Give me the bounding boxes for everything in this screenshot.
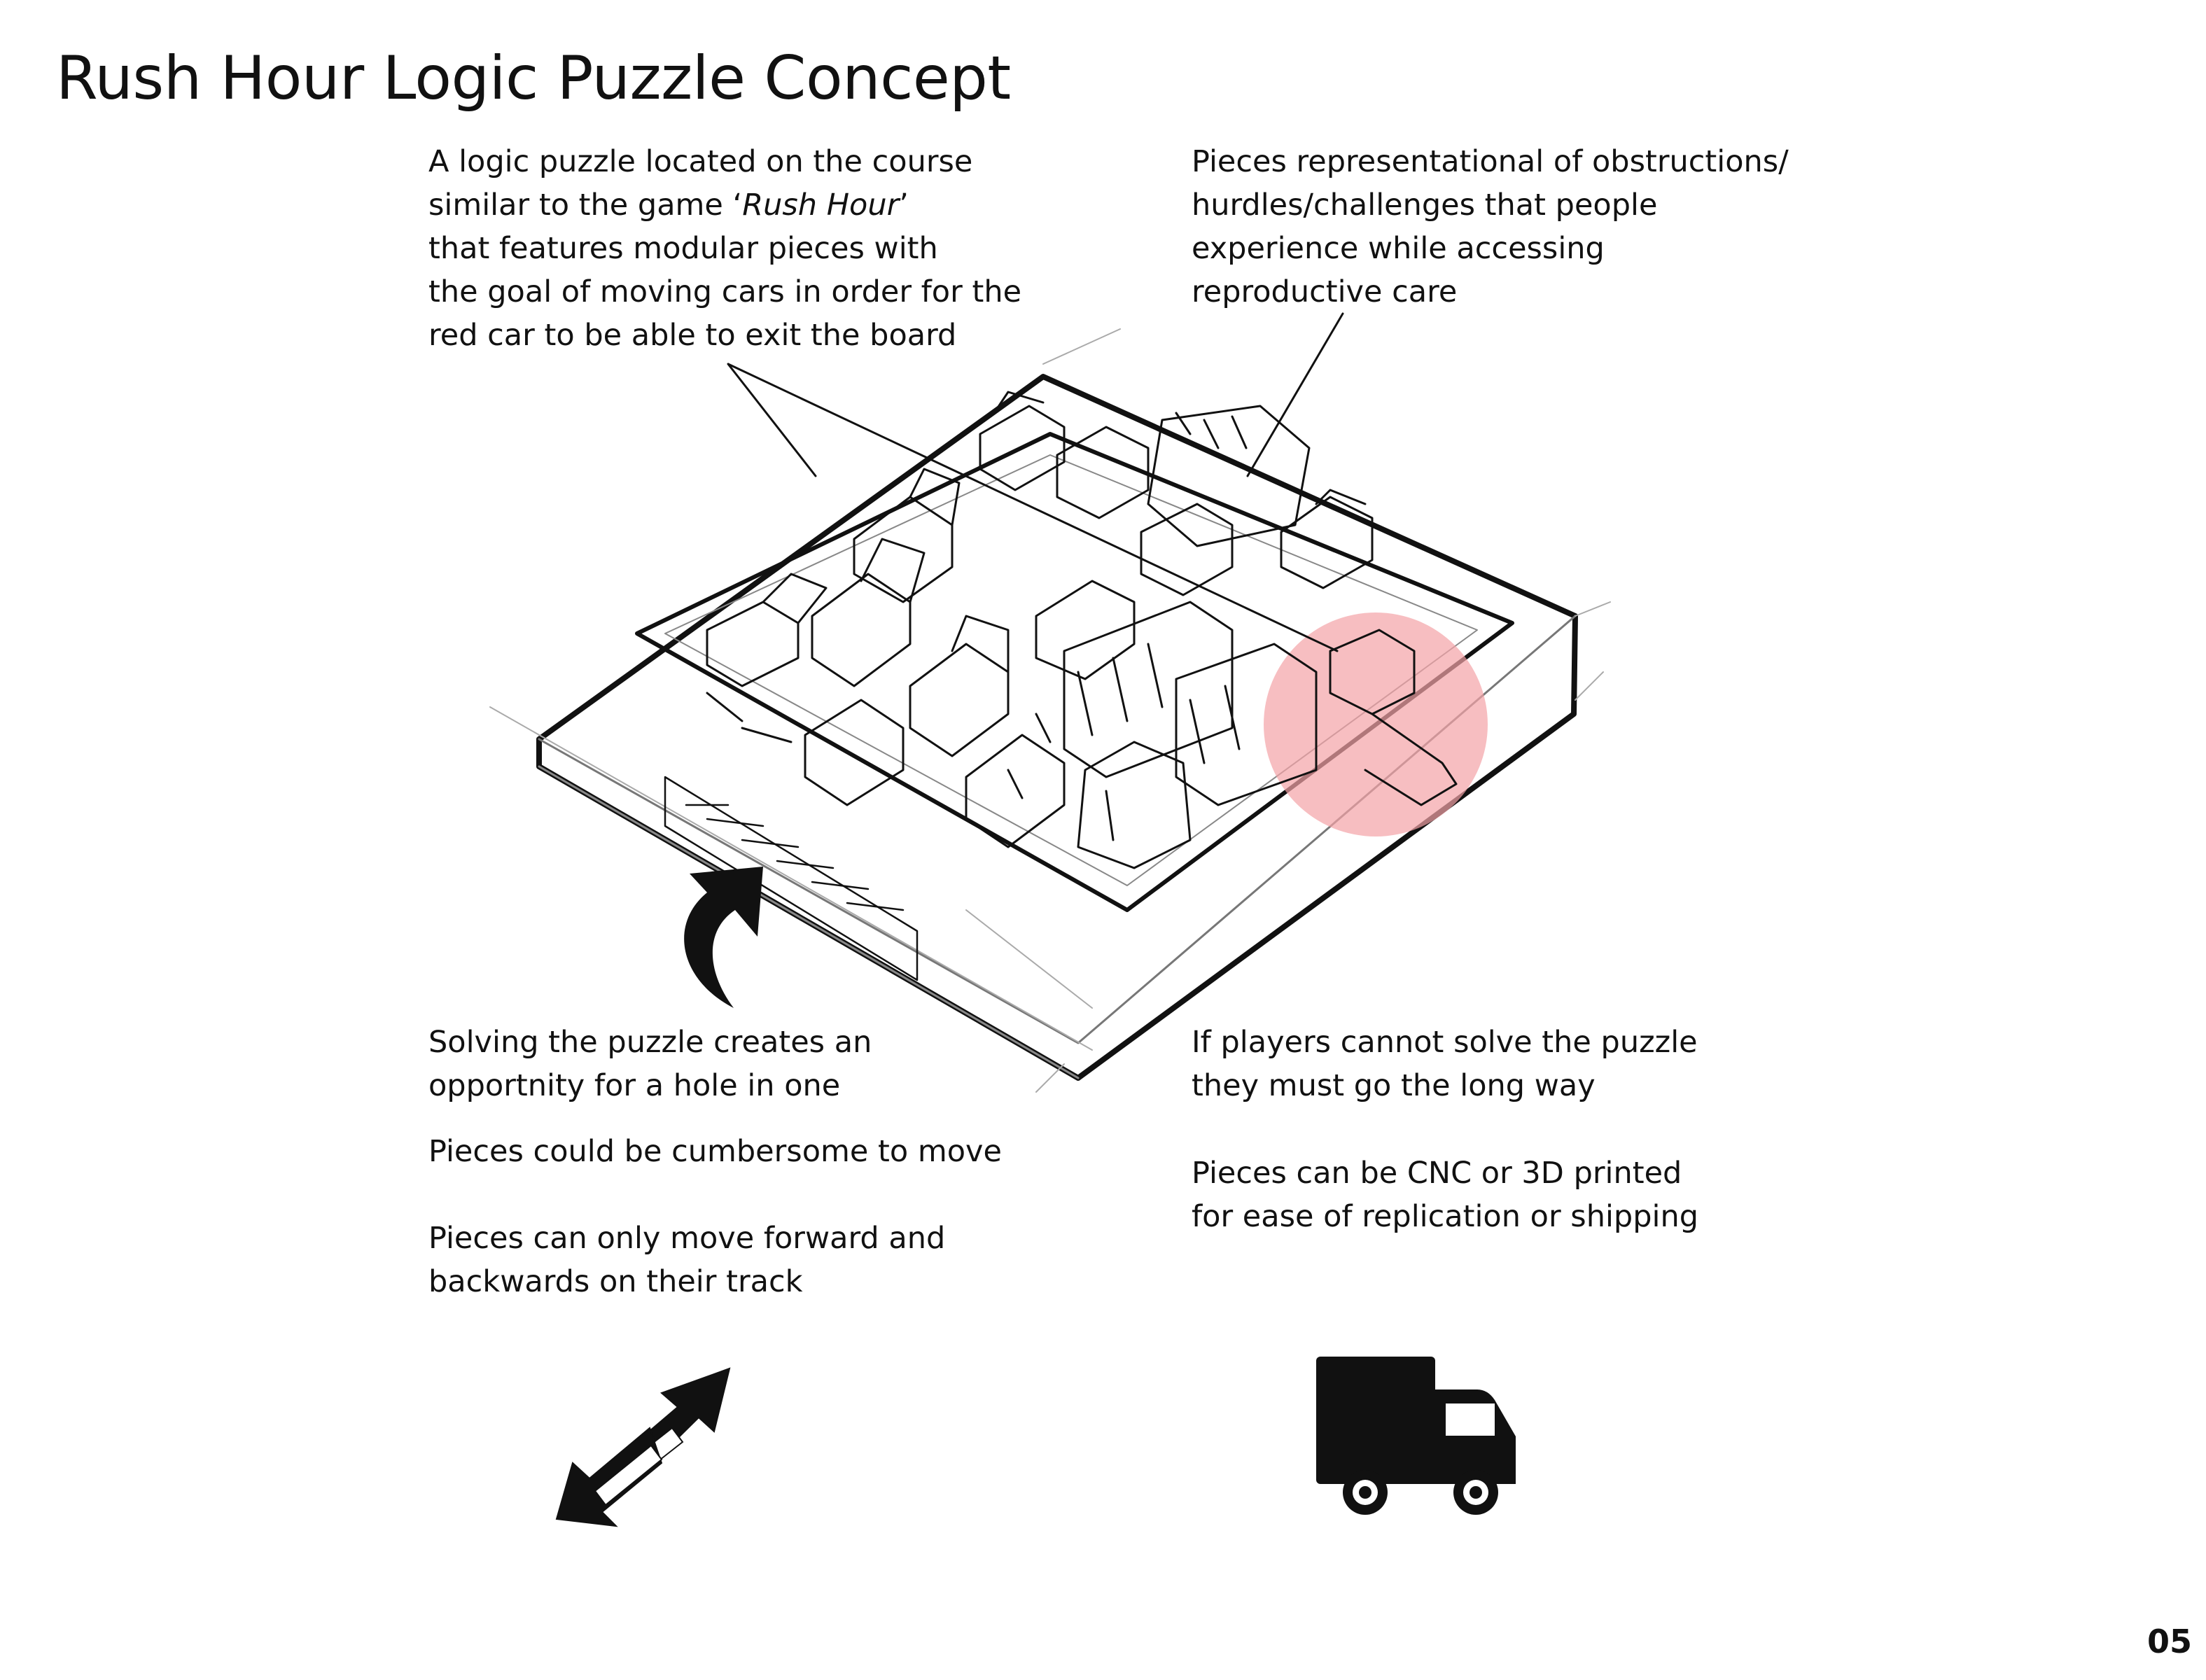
- note-cannot-solve: If players cannot solve the puzzle they …: [1192, 1021, 1698, 1107]
- note-text: ’: [899, 188, 909, 223]
- leader-line-logic-puzzle: [727, 363, 1339, 652]
- note-line: they must go the long way: [1192, 1068, 1596, 1103]
- note-cons: Pieces could be cumbersome to move Piece…: [428, 1130, 1002, 1303]
- bidirectional-arrows-icon: [555, 1367, 731, 1527]
- note-line: hurdles/challenges that people: [1192, 188, 1658, 223]
- car-pieces: [706, 391, 1458, 869]
- curved-arrow-icon: [684, 867, 763, 1008]
- delivery-truck-icon: [1316, 1357, 1516, 1515]
- game-name: Rush Hour: [742, 188, 900, 223]
- note-line: experience while accessing: [1192, 231, 1605, 266]
- board-inner-tray: [635, 432, 1514, 912]
- note-line: Pieces representational of obstructions/: [1192, 144, 1789, 179]
- note-line: Pieces can be CNC or 3D printed: [1192, 1156, 1682, 1191]
- note-line: backwards on their track: [428, 1264, 803, 1299]
- note-obstructions: Pieces representational of obstructions/…: [1192, 140, 1789, 314]
- note-line: If players cannot solve the puzzle: [1192, 1025, 1698, 1060]
- note-line: that features modular pieces with: [428, 231, 938, 266]
- note-line: Pieces could be cumbersome to move: [428, 1134, 1002, 1169]
- board-bottom-edge: [538, 765, 1080, 1079]
- note-text: similar to the game ‘: [428, 188, 743, 223]
- note-line: reproductive care: [1192, 274, 1458, 309]
- page-number: 05: [2146, 1623, 2192, 1660]
- note-line: for ease of replication or shipping: [1192, 1199, 1698, 1234]
- leader-line-obstructions: [1246, 312, 1344, 477]
- note-line: Pieces can only move forward and: [428, 1221, 946, 1256]
- page-title: Rush Hour Logic Puzzle Concept: [56, 43, 1011, 113]
- board-slot: [664, 776, 919, 981]
- note-line: similar to the game ‘Rush Hour’: [428, 183, 1021, 227]
- note-line: A logic puzzle located on the course: [428, 144, 973, 179]
- note-line: the goal of moving cars in order for the: [428, 274, 1022, 309]
- note-line: red car to be able to exit the board: [428, 318, 957, 353]
- red-car-highlight: [1264, 612, 1488, 836]
- note-logic-puzzle: A logic puzzle located on the course sim…: [428, 140, 1021, 357]
- note-line: Solving the puzzle creates an: [428, 1025, 872, 1060]
- note-cnc: Pieces can be CNC or 3D printed for ease…: [1192, 1152, 1698, 1238]
- note-solving: Solving the puzzle creates an opportnity…: [428, 1021, 872, 1107]
- note-line: opportnity for a hole in one: [428, 1068, 841, 1103]
